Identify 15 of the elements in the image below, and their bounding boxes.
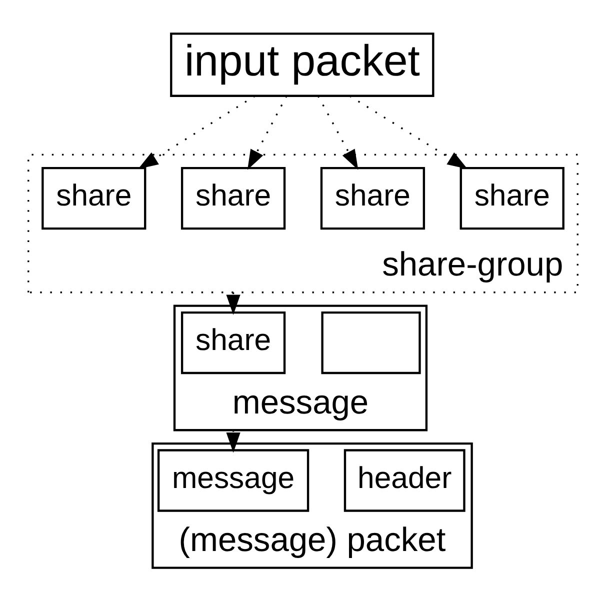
arrow	[349, 95, 468, 169]
node-box: share	[180, 311, 286, 374]
node-box: share	[180, 167, 286, 230]
arrow	[317, 96, 358, 170]
arrow	[226, 430, 240, 453]
node-box: header	[344, 449, 466, 512]
arrow	[247, 96, 288, 170]
node-box: input packet	[170, 32, 434, 97]
node-box: share	[42, 167, 146, 230]
node-box: share	[320, 167, 426, 230]
node-box: share	[460, 167, 564, 230]
arrow	[226, 292, 240, 315]
node-box: message	[157, 449, 310, 512]
node-box	[321, 311, 421, 374]
arrow	[138, 95, 256, 170]
